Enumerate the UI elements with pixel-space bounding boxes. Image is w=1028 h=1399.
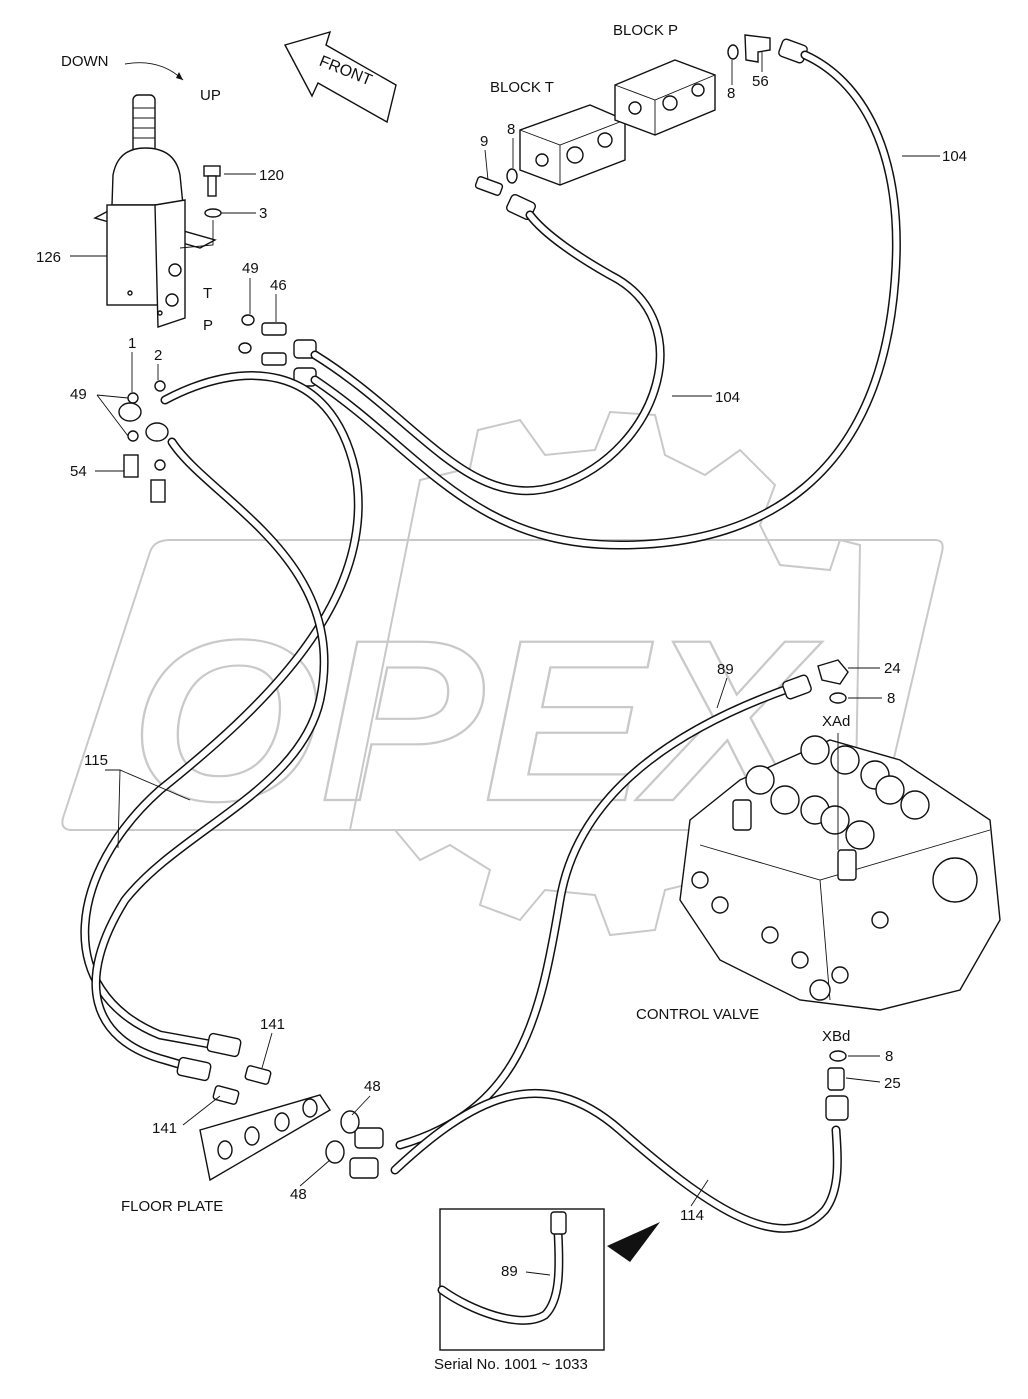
callout-48-lower: 48 — [290, 1186, 307, 1203]
hose-104-block-t — [310, 210, 665, 495]
callout-104-center: 104 — [715, 389, 740, 406]
pilot-valve — [93, 94, 217, 328]
callout-114: 114 — [680, 1207, 704, 1224]
callout-141-lower: 141 — [152, 1120, 177, 1137]
port-xad-label: XAd — [822, 713, 850, 730]
control-valve — [679, 735, 1001, 1011]
callout-126: 126 — [36, 249, 61, 266]
block-p-label: BLOCK P — [613, 22, 678, 39]
hose-114 — [390, 1089, 842, 1233]
serial-caption: Serial No. 1001 ~ 1033 — [434, 1356, 588, 1373]
down-up-arrow — [124, 62, 184, 81]
callout-9: 9 — [480, 133, 488, 150]
block-t-label: BLOCK T — [490, 79, 554, 96]
callout-8-xad: 8 — [887, 690, 895, 707]
block-p — [614, 59, 716, 136]
callout-leaders — [70, 52, 940, 1276]
callout-49-upper: 49 — [242, 260, 259, 277]
callout-89-inset: 89 — [501, 1263, 518, 1280]
port-1-label: 1 — [128, 335, 136, 352]
inset-box — [437, 1208, 660, 1351]
port-t-label: T — [203, 285, 212, 302]
block-t — [519, 104, 626, 186]
bolt-120 — [203, 165, 221, 197]
port-xbd-label: XBd — [822, 1028, 850, 1045]
hose-115-a — [80, 371, 363, 1050]
callout-8-block-t: 8 — [507, 121, 515, 138]
callout-48-upper: 48 — [364, 1078, 381, 1095]
callout-141-upper: 141 — [260, 1016, 285, 1033]
callout-89: 89 — [717, 661, 734, 678]
front-arrow: FRONT — [283, 30, 397, 124]
callout-104-right: 104 — [942, 148, 967, 165]
port-fittings — [118, 314, 317, 503]
callout-25: 25 — [884, 1075, 901, 1092]
callout-8-block-p: 8 — [727, 85, 735, 102]
port-2-label: 2 — [154, 347, 162, 364]
up-label: UP — [200, 87, 221, 104]
callout-8-xbd: 8 — [885, 1048, 893, 1065]
control-valve-caption: CONTROL VALVE — [636, 1006, 759, 1023]
callout-3: 3 — [259, 205, 267, 222]
floor-plate-caption: FLOOR PLATE — [121, 1198, 223, 1215]
down-up-arrowhead — [176, 72, 183, 80]
callout-49-lower: 49 — [70, 386, 87, 403]
port-p-label: P — [203, 317, 213, 334]
hose-end-fittings — [176, 659, 849, 1179]
callout-54: 54 — [70, 463, 87, 480]
callout-120: 120 — [259, 167, 284, 184]
washer-3-leader — [179, 220, 214, 249]
callout-24: 24 — [884, 660, 901, 677]
callout-56: 56 — [752, 73, 769, 90]
hose-115-b — [91, 437, 329, 1073]
floor-plate — [199, 1065, 360, 1182]
callout-115: 115 — [84, 752, 108, 769]
hose-89 — [395, 683, 795, 1150]
down-label: DOWN — [61, 53, 109, 70]
washer-3 — [204, 208, 222, 218]
callout-46: 46 — [270, 277, 287, 294]
hose-104-block-p — [310, 50, 901, 550]
